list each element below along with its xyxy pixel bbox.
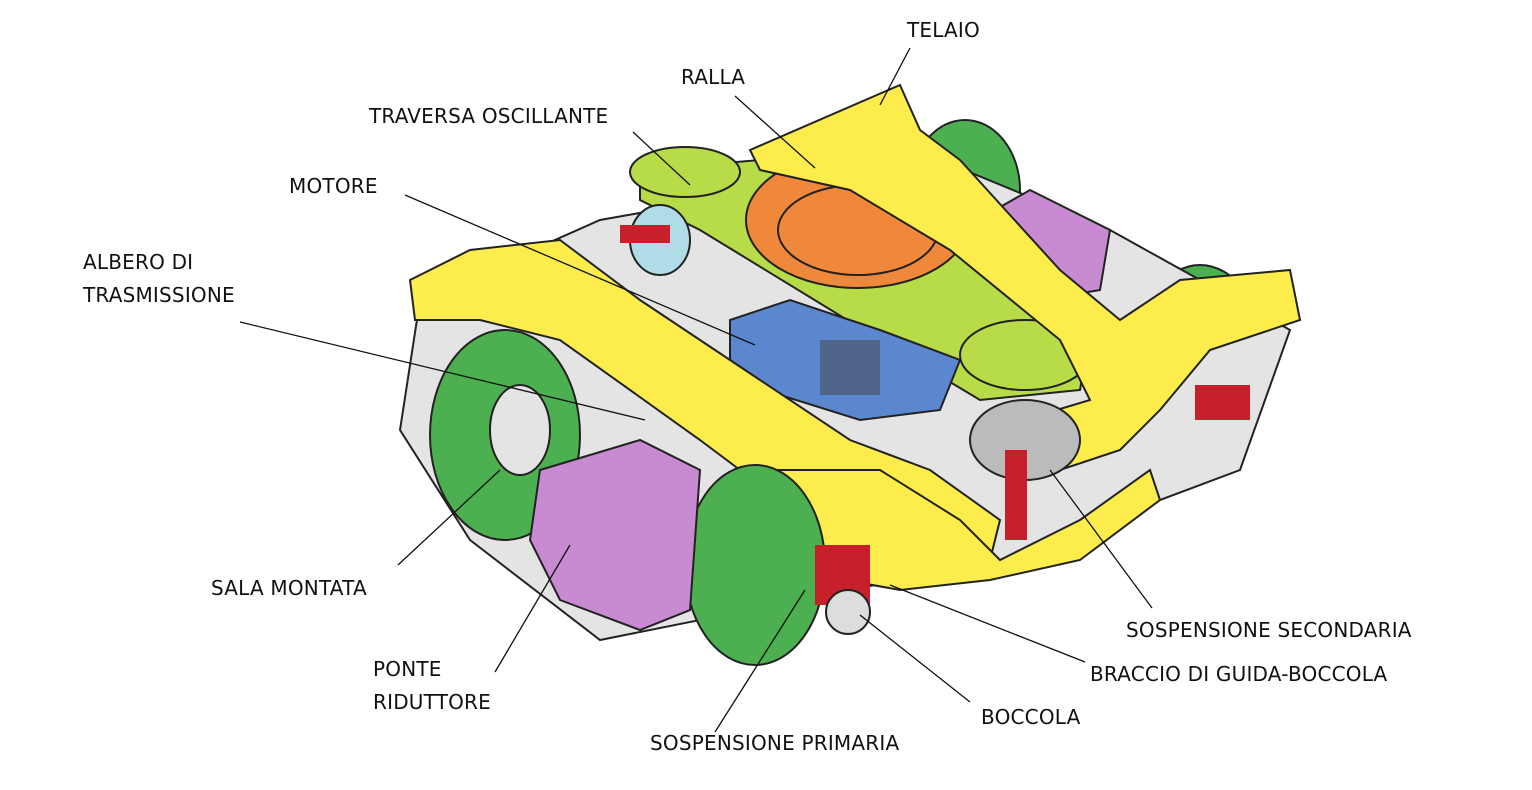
label-sospensione-primaria: SOSPENSIONE PRIMARIA [650, 731, 900, 755]
label-braccio-guida-boccola: BRACCIO DI GUIDA-BOCCOLA [1090, 662, 1388, 686]
leader-sala [397, 469, 501, 566]
label-albero-di: ALBERO DI [83, 250, 194, 274]
leader-motore [404, 194, 756, 346]
damper-left [620, 225, 670, 243]
motor-grille [820, 340, 880, 395]
label-telaio: TELAIO [907, 18, 980, 42]
label-traversa-oscillante: TRAVERSA OSCILLANTE [369, 104, 609, 128]
boccola-shape [825, 589, 871, 635]
damper-right [1005, 450, 1027, 540]
leader-ralla [734, 95, 816, 169]
wheel-near-left-hub [489, 384, 551, 476]
label-sospensione-secondaria: SOSPENSIONE SECONDARIA [1126, 618, 1412, 642]
label-motore: MOTORE [289, 174, 378, 198]
leader-primaria [714, 589, 806, 733]
wheel-near-right [684, 464, 826, 666]
leader-lines [239, 47, 1153, 733]
leader-albero [239, 321, 646, 421]
label-trasmissione: TRASMISSIONE [83, 283, 235, 307]
traversa-top-left [629, 146, 741, 198]
leader-traversa [632, 131, 691, 186]
label-sala-montata: SALA MONTATA [211, 576, 367, 600]
frame-right-beam [748, 83, 1302, 482]
leader-ponte [494, 544, 571, 673]
label-ponte: PONTE [373, 657, 442, 681]
leader-telaio [879, 47, 911, 106]
leader-secondaria [1049, 469, 1153, 609]
leader-boccola [859, 614, 971, 703]
label-boccola: BOCCOLA [981, 705, 1081, 729]
label-ralla: RALLA [681, 65, 746, 89]
far-axlebox-red [1195, 385, 1250, 420]
leader-braccio [889, 584, 1086, 663]
gearbox-shape [528, 438, 702, 632]
label-riduttore: RIDUTTORE [373, 690, 491, 714]
